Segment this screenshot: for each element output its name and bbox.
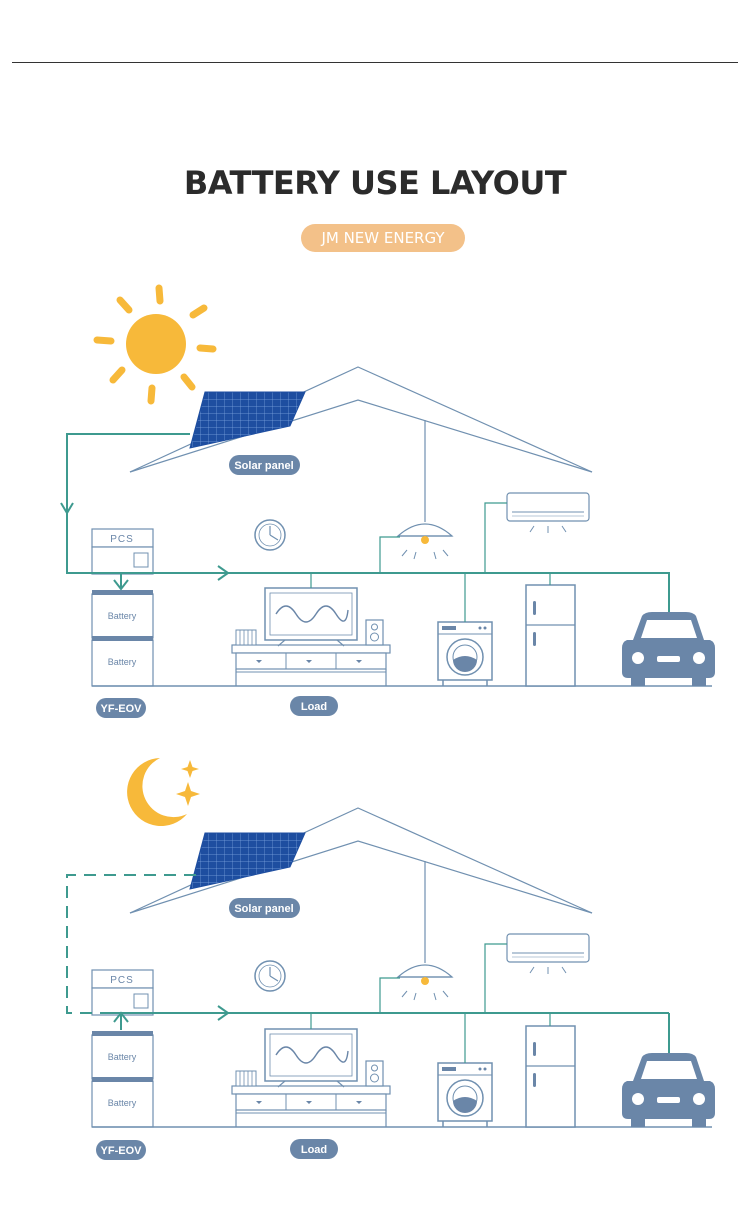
solar-panel-label: Solar panel xyxy=(234,903,293,915)
sun-icon xyxy=(93,284,217,405)
house-frame-night xyxy=(91,807,593,1016)
load-label: Load xyxy=(301,701,327,713)
page-title: BATTERY USE LAYOUT xyxy=(183,164,567,202)
load-label: Load xyxy=(301,1144,327,1156)
brand-badge: JM NEW ENERGY xyxy=(301,224,465,252)
day-scene: PCS Battery Battery Solar panel YF-EOV L… xyxy=(60,284,716,718)
battery-discharge-arrow xyxy=(113,1011,129,1023)
pcs-label: PCS xyxy=(110,534,134,545)
battery-label: Battery xyxy=(108,657,137,667)
system-model-label: YF-EOV xyxy=(101,1145,143,1157)
pcs-label: PCS xyxy=(110,975,134,986)
loads-day xyxy=(91,571,716,687)
solar-power-line xyxy=(66,433,669,574)
flow-arrow-down xyxy=(60,502,74,515)
battery-charge-arrow xyxy=(113,579,129,591)
battery-label: Battery xyxy=(108,1052,137,1062)
house-frame-day xyxy=(91,366,593,575)
flow-arrow-right xyxy=(217,1005,230,1021)
solar-panel-label: Solar panel xyxy=(234,460,293,472)
solar-power-line-inactive xyxy=(66,874,196,1014)
top-divider xyxy=(12,62,738,63)
flow-arrow-right xyxy=(217,565,230,581)
moon-icon xyxy=(127,758,200,826)
battery-label: Battery xyxy=(108,1098,137,1108)
system-model-label: YF-EOV xyxy=(101,703,143,715)
battery-label: Battery xyxy=(108,611,137,621)
night-scene: PCS Battery Battery Solar panel YF-EOV L… xyxy=(66,758,716,1160)
loads-night xyxy=(91,1012,716,1128)
